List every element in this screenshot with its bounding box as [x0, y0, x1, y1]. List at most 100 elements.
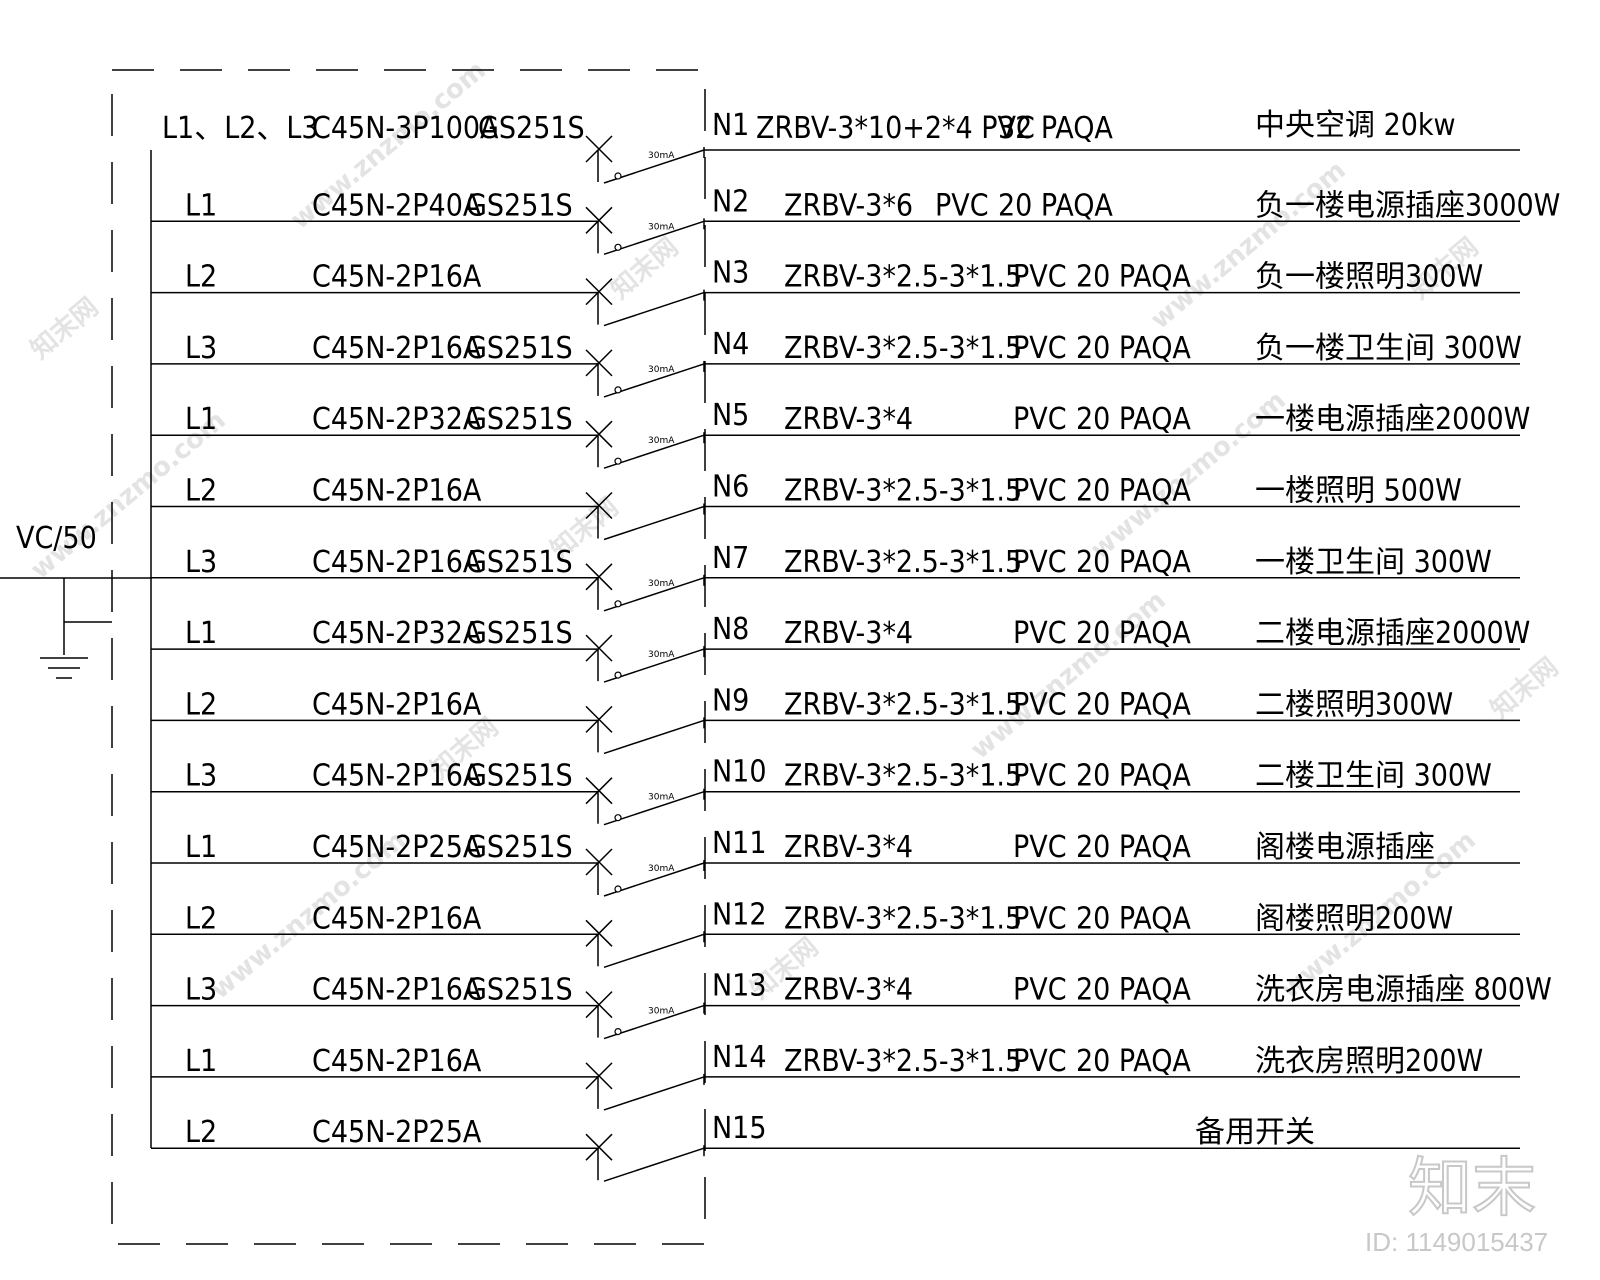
watermark-text: www.znzmo.com: [965, 585, 1171, 765]
circuit-phase: L3: [185, 331, 217, 366]
circuit-cable: ZRBV-3*2.5-3*1.5: [784, 260, 1022, 295]
main-cable: ZRBV-3*10+2*4 PVC: [756, 111, 1035, 146]
circuit-circuit: N12: [712, 897, 767, 932]
circuit-circuit: N6: [712, 470, 749, 505]
circuit-device: GS251S: [466, 545, 573, 580]
rcd-contact-icon: [614, 386, 622, 394]
circuit-load: 一楼电源插座2000W: [1255, 402, 1530, 437]
circuit-conduit: 20 PAQA: [998, 188, 1113, 223]
circuit-conduit: 20 PAQA: [1076, 402, 1191, 437]
circuit-conduit: 20 PAQA: [1076, 973, 1191, 1008]
circuit-cable: ZRBV-3*6: [784, 188, 913, 223]
breaker-switch-icon: [585, 278, 705, 327]
circuit-load: 负一楼照明300W: [1255, 260, 1483, 295]
rcd-label: 30mA: [648, 151, 675, 161]
circuit-phase: L3: [185, 973, 217, 1008]
circuit-phase: L2: [185, 260, 217, 295]
circuit-pvc: PVC: [1013, 545, 1067, 580]
main-circuit: N1: [712, 108, 749, 143]
rcd-label: 30mA: [648, 365, 675, 375]
circuit-breaker: C45N-2P25A: [312, 1115, 482, 1150]
circuit-conduit: 20 PAQA: [1076, 830, 1191, 865]
circuit-load: 负一楼卫生间 300W: [1255, 331, 1522, 366]
circuit-load: 二楼卫生间 300W: [1255, 759, 1492, 794]
rcd-label: 30mA: [648, 222, 675, 232]
circuit-phase: L2: [185, 1115, 217, 1150]
breaker-switch-icon: [585, 491, 705, 541]
circuit-circuit: N8: [712, 612, 749, 647]
main-device: GS251S: [478, 111, 585, 146]
rcd-contact-icon: [614, 885, 622, 893]
circuit-circuit: N9: [712, 683, 749, 718]
circuit-conduit: 20 PAQA: [1076, 616, 1191, 651]
circuit-cable: ZRBV-3*2.5-3*1.5: [784, 331, 1022, 366]
circuit-phase: L3: [185, 545, 217, 580]
circuit-device: GS251S: [466, 188, 573, 223]
circuit-breaker: C45N-2P16A: [312, 901, 482, 936]
circuit-pvc: PVC: [1013, 830, 1067, 865]
rcd-label: 30mA: [648, 436, 675, 446]
rcd-label: 30mA: [648, 864, 675, 874]
brand-logo: 知末: [1408, 1152, 1536, 1226]
circuit-circuit: N5: [712, 398, 749, 433]
circuit-breaker: C45N-2P40A: [312, 188, 482, 223]
rcd-contact-icon: [614, 172, 622, 180]
panel-enclosure: [111, 69, 706, 1245]
circuit-pvc: PVC: [1013, 973, 1067, 1008]
watermark-text: 知末网: [605, 232, 684, 305]
rcd-contact-icon: [614, 243, 622, 251]
circuit-load: 阁楼照明200W: [1255, 901, 1453, 936]
breaker-switch-icon: 30mA: [585, 135, 705, 184]
incoming-feed: VC/50: [0, 521, 151, 679]
main-conduit: 32 PAQA: [998, 111, 1113, 146]
circuit-breaker: C45N-2P16A: [312, 973, 482, 1008]
circuit-device: GS251S: [466, 759, 573, 794]
circuit-circuit: N10: [712, 755, 767, 790]
circuit-breaker: C45N-2P16A: [312, 687, 482, 722]
circuit-circuit: N2: [712, 184, 749, 219]
id-label: ID: 1149015437: [1365, 1227, 1548, 1257]
circuit-load: 二楼电源插座2000W: [1255, 616, 1530, 651]
circuit-device: GS251S: [466, 616, 573, 651]
circuit-circuit: N11: [712, 826, 767, 861]
circuit-device: GS251S: [466, 331, 573, 366]
circuit-cable: ZRBV-3*2.5-3*1.5: [784, 1044, 1022, 1079]
circuit-breaker: C45N-2P25A: [312, 830, 482, 865]
rcd-label: 30mA: [648, 579, 675, 589]
circuit-cable: ZRBV-3*2.5-3*1.5: [784, 901, 1022, 936]
circuit-cable: ZRBV-3*2.5-3*1.5: [784, 759, 1022, 794]
main-breaker: C45N-3P100A: [312, 111, 499, 146]
incoming-label: VC/50: [16, 521, 97, 556]
main-load: 中央空调 20kw: [1255, 108, 1456, 143]
circuit-device: GS251S: [466, 402, 573, 437]
circuit-pvc: PVC: [1013, 759, 1067, 794]
logo-watermark: 知末 ID: 1149015437: [1365, 1151, 1548, 1257]
circuit-device: GS251S: [466, 830, 573, 865]
circuit-phase: L1: [185, 188, 217, 223]
circuit-pvc: PVC: [1013, 616, 1067, 651]
circuit-conduit: 20 PAQA: [1076, 759, 1191, 794]
circuit-load: 洗衣房电源插座 800W: [1255, 973, 1552, 1008]
breaker-switch-icon: 30mA: [585, 777, 705, 826]
rcd-contact-icon: [614, 600, 622, 608]
circuit-phase: L1: [185, 616, 217, 651]
watermark-text: 知末网: [25, 292, 104, 365]
breaker-switch-icon: [585, 1062, 705, 1111]
rcd-contact-icon: [614, 1027, 622, 1036]
circuit-pvc: PVC: [1013, 260, 1067, 295]
circuit-circuit: N14: [712, 1040, 767, 1075]
circuit-phase: L3: [185, 759, 217, 794]
rcd-contact-icon: [614, 671, 622, 679]
circuit-load: 洗衣房照明200W: [1255, 1044, 1483, 1079]
ground-icon: [40, 657, 88, 679]
circuit-pvc: PVC: [1013, 901, 1067, 936]
